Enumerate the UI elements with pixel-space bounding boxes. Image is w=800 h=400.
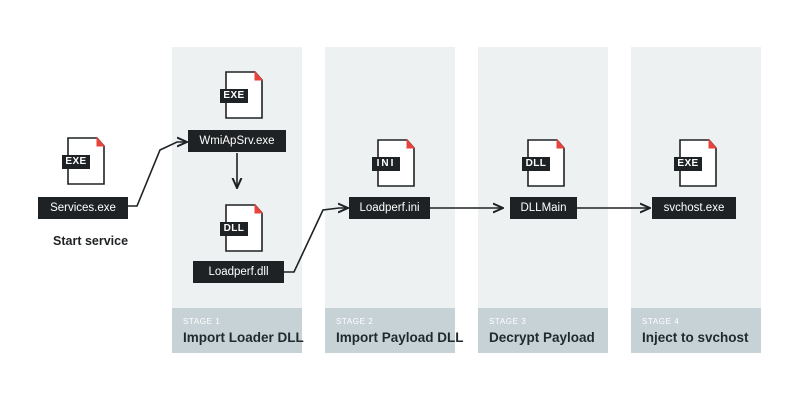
stage-1-footer: STAGE 1 Import Loader DLL <box>172 308 304 353</box>
loadperf-dll-file-icon: DLL <box>220 203 264 252</box>
loadperf-ini-label: Loadperf.ini <box>349 197 430 219</box>
file-type-tag: EXE <box>62 155 90 169</box>
file-type-tag: EXE <box>220 89 248 103</box>
dllmain-label: DLLMain <box>510 197 577 219</box>
stage-2-panel: STAGE 2 Import Payload DLL <box>325 47 464 353</box>
loadperf-dll-label: Loadperf.dll <box>193 261 284 283</box>
stage-2-title: Import Payload DLL <box>336 330 464 345</box>
wmiapsrv-file-icon: EXE <box>220 70 264 119</box>
svchost-exe-label: svchost.exe <box>652 197 736 219</box>
start-service-caption: Start service <box>53 234 129 248</box>
stage-2-footer: STAGE 2 Import Payload DLL <box>325 308 464 353</box>
stage-2-number: STAGE 2 <box>336 317 374 326</box>
services-file-icon: EXE <box>62 136 106 185</box>
dllmain-file-icon: DLL <box>522 138 566 187</box>
stage-4-title: Inject to svchost <box>642 330 749 345</box>
stage-3-number: STAGE 3 <box>489 317 527 326</box>
file-type-tag: INI <box>372 157 400 171</box>
stage-4-footer: STAGE 4 Inject to svchost <box>631 308 761 353</box>
arrow-loadperf-dll-to-ini <box>284 208 348 273</box>
services-exe-label: Services.exe <box>38 197 128 219</box>
stage-1-title: Import Loader DLL <box>183 330 304 345</box>
svchost-file-icon: EXE <box>674 138 718 187</box>
wmiapsrv-exe-label: WmiApSrv.exe <box>188 130 286 152</box>
stage-3-footer: STAGE 3 Decrypt Payload <box>478 308 608 353</box>
arrow-services-to-wmiapsrv <box>128 142 187 207</box>
stage-3-title: Decrypt Payload <box>489 330 595 345</box>
file-type-tag: DLL <box>522 157 550 171</box>
stage-1-number: STAGE 1 <box>183 317 221 326</box>
loadperf-ini-file-icon: INI <box>372 138 416 187</box>
file-type-tag: DLL <box>220 222 248 236</box>
file-type-tag: EXE <box>674 157 702 171</box>
stage-4-number: STAGE 4 <box>642 317 680 326</box>
